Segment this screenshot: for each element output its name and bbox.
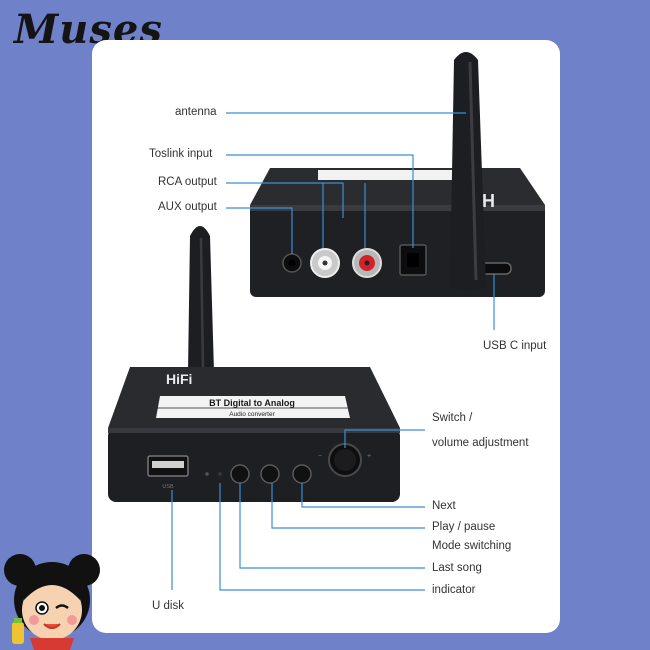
label-volume-adjustment: volume adjustment <box>432 437 529 449</box>
label-play-pause: Play / pause <box>432 521 496 533</box>
front-device: HiFi BT Digital to Analog Audio converte… <box>108 226 400 502</box>
panel-line2: Audio converter <box>229 411 275 418</box>
label-aux-output: AUX output <box>158 201 217 213</box>
label-indicator: indicator <box>432 584 476 596</box>
mode-button-icon <box>260 464 280 484</box>
product-card <box>92 40 560 633</box>
front-label-panel <box>156 396 350 418</box>
label-usb-c-input: USB C input <box>483 340 547 352</box>
panel-line1: BT Digital to Analog <box>209 398 295 408</box>
label-next: Next <box>432 500 456 512</box>
label-antenna: antenna <box>175 106 217 118</box>
svg-text:+: + <box>367 453 371 460</box>
front-hifi-text: HiFi <box>166 371 192 387</box>
mascot-logo-icon <box>4 554 100 650</box>
indicator-light-icon <box>205 472 209 476</box>
rear-device: HiFi <box>250 52 545 297</box>
rear-label-strip <box>318 170 468 180</box>
rear-device-body <box>250 205 545 297</box>
usb-port-label: USB <box>162 484 174 490</box>
label-last-song: Last song <box>432 562 482 574</box>
svg-text:−: − <box>318 453 322 460</box>
label-mode-switching: Mode switching <box>432 540 512 552</box>
label-rca-output: RCA output <box>158 176 217 188</box>
label-toslink-input: Toslink input <box>149 148 213 160</box>
label-u-disk: U disk <box>152 600 184 612</box>
front-device-body <box>108 428 400 502</box>
next-button-icon <box>292 464 312 484</box>
rear-antenna <box>450 52 486 291</box>
label-switch: Switch / <box>432 412 473 424</box>
last-song-button-icon <box>230 464 250 484</box>
leader-lines <box>171 112 495 591</box>
